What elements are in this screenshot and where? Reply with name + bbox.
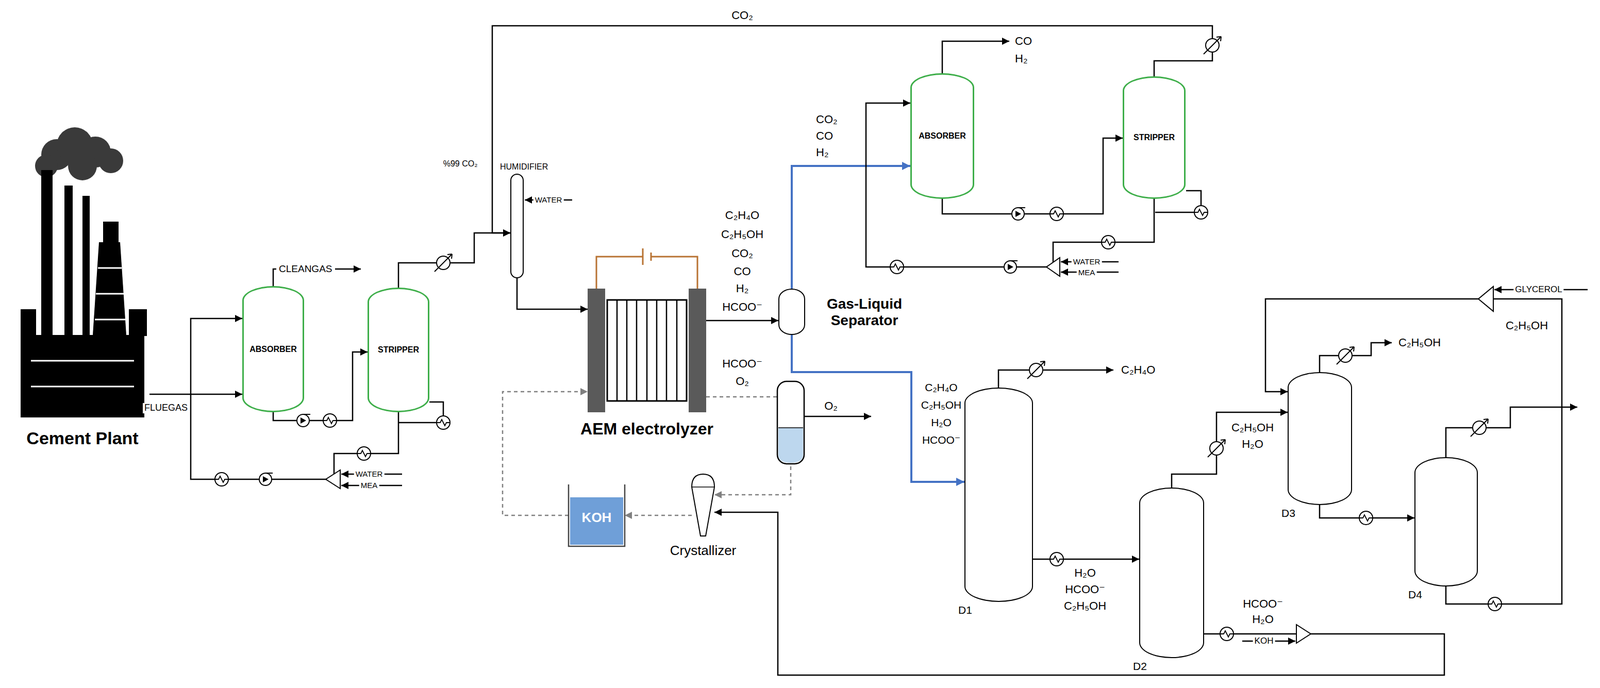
product-stream [791,335,965,482]
distillation-column: D2 [1139,487,1205,659]
separator-vessel: Gas-Liquid Separator [778,288,806,336]
node-label: KOH [581,510,612,526]
stream-label: H₂O [1240,438,1265,451]
stream-label: GLYCEROL [1513,285,1564,295]
stream-label: HCOO⁻ [1063,583,1107,596]
node-label: D4 [1408,588,1423,602]
stream-label: HCOO⁻ [920,434,962,446]
process-stream [149,393,243,396]
stream-label: CLEANGAS [277,263,334,275]
stream-label: H₂ [814,146,830,159]
absorber-vessel: ABSORBER [242,286,305,413]
stream-label: C₂H₄O [923,381,959,394]
stream-label: C₂H₄O [723,209,761,222]
stream-label: HCOO⁻ [1241,597,1285,611]
node-label: STRIPPER [1133,132,1175,143]
distillation-column: D3 [1287,372,1353,506]
koh-tank-drawing [568,484,625,547]
node-label: D2 [1132,660,1147,673]
process-stream [398,232,511,288]
cement-plant-illustration [20,127,147,418]
process-stream [1032,558,1140,561]
process-stream [1265,298,1562,605]
node-label: Cement Plant [26,428,139,449]
oxygen-separator-vessel [777,381,805,464]
stream-label: C₂H₅OH [919,398,963,411]
node-label: ABSORBER [918,131,966,141]
stream-label: CO₂ [814,113,840,126]
node-label: STRIPPER [377,345,420,355]
stream-label: C₂H₅OH [1504,319,1550,332]
node-label: AEM electrolyzer [580,419,714,439]
crystallizer-drawing [691,474,715,537]
stream-label: H₂O [1072,567,1098,580]
stream-label: WATER [354,470,385,479]
stream-label: H₂ [1013,52,1029,65]
process-stream [517,278,588,310]
electrolyzer: AEM electrolyzer [587,288,707,413]
distillation-column: D1 [964,387,1033,603]
stream-label: O₂ [734,375,751,388]
stream-label: WATER [1071,257,1103,267]
node-label: D3 [1281,507,1296,520]
stream-label: O₂ [822,400,840,413]
stream-label: H₂O [1250,613,1276,626]
process-stream [706,320,779,322]
node-label: Crystallizer [670,543,737,559]
stream-label: HCOO⁻ [720,357,764,371]
stream-label: CO [732,265,753,278]
stream-label: MEA [1076,268,1097,278]
stripper-vessel: STRIPPER [1122,76,1186,199]
stream-label: WATER [533,195,564,205]
stream-label: MEA [359,481,380,491]
stream-label: C₂H₅OH [1229,421,1276,435]
stream-label: C₂H₅OH [719,228,765,241]
node-label: D1 [958,604,973,617]
process-lines [273,41,1588,642]
node-label: ABSORBER [249,344,297,354]
stream-label: CO₂ [729,9,755,22]
stream-label: %99 CO₂ [441,159,480,169]
product-stream [791,165,911,289]
equipment-symbols [214,36,1502,641]
process-stream [865,103,1155,268]
stripper-vessel: STRIPPER [367,287,430,413]
stream-label: C₂H₅OH [1062,600,1108,613]
electrolyzer-drawing [587,248,707,413]
node-label: Gas-Liquid Separator [815,295,914,329]
electrolyte-loop [502,391,588,516]
mixer-symbols [325,257,1494,644]
stream-label: HCOO⁻ [720,301,764,314]
stream-label: C₂H₄O [1119,363,1157,377]
stream-label: CO₂ [729,247,755,260]
koh-tank: KOH [568,489,625,547]
electrolyte-loop [624,514,692,517]
absorber-vessel: ABSORBER [910,73,975,199]
process-stream [714,512,1445,676]
cement-plant: Cement Plant [15,128,150,449]
stream-label: FLUEGAS [142,403,190,414]
stream-label: H₂ [734,282,750,295]
stream-label: H₂O [929,416,954,429]
node-label: HUMIDIFIER [500,162,548,172]
stream-label: KOH [1253,636,1276,647]
process-stream [1171,412,1288,488]
stream-label: CO [814,129,835,143]
process-stream [492,25,1213,233]
stream-label: C₂H₅OH [1396,336,1443,349]
stream-label: CO [1013,35,1034,48]
crystallizer: Crystallizer [691,474,715,537]
distillation-column: D4 [1414,457,1478,587]
humidifier-vessel: HUMIDIFIER [510,173,524,279]
